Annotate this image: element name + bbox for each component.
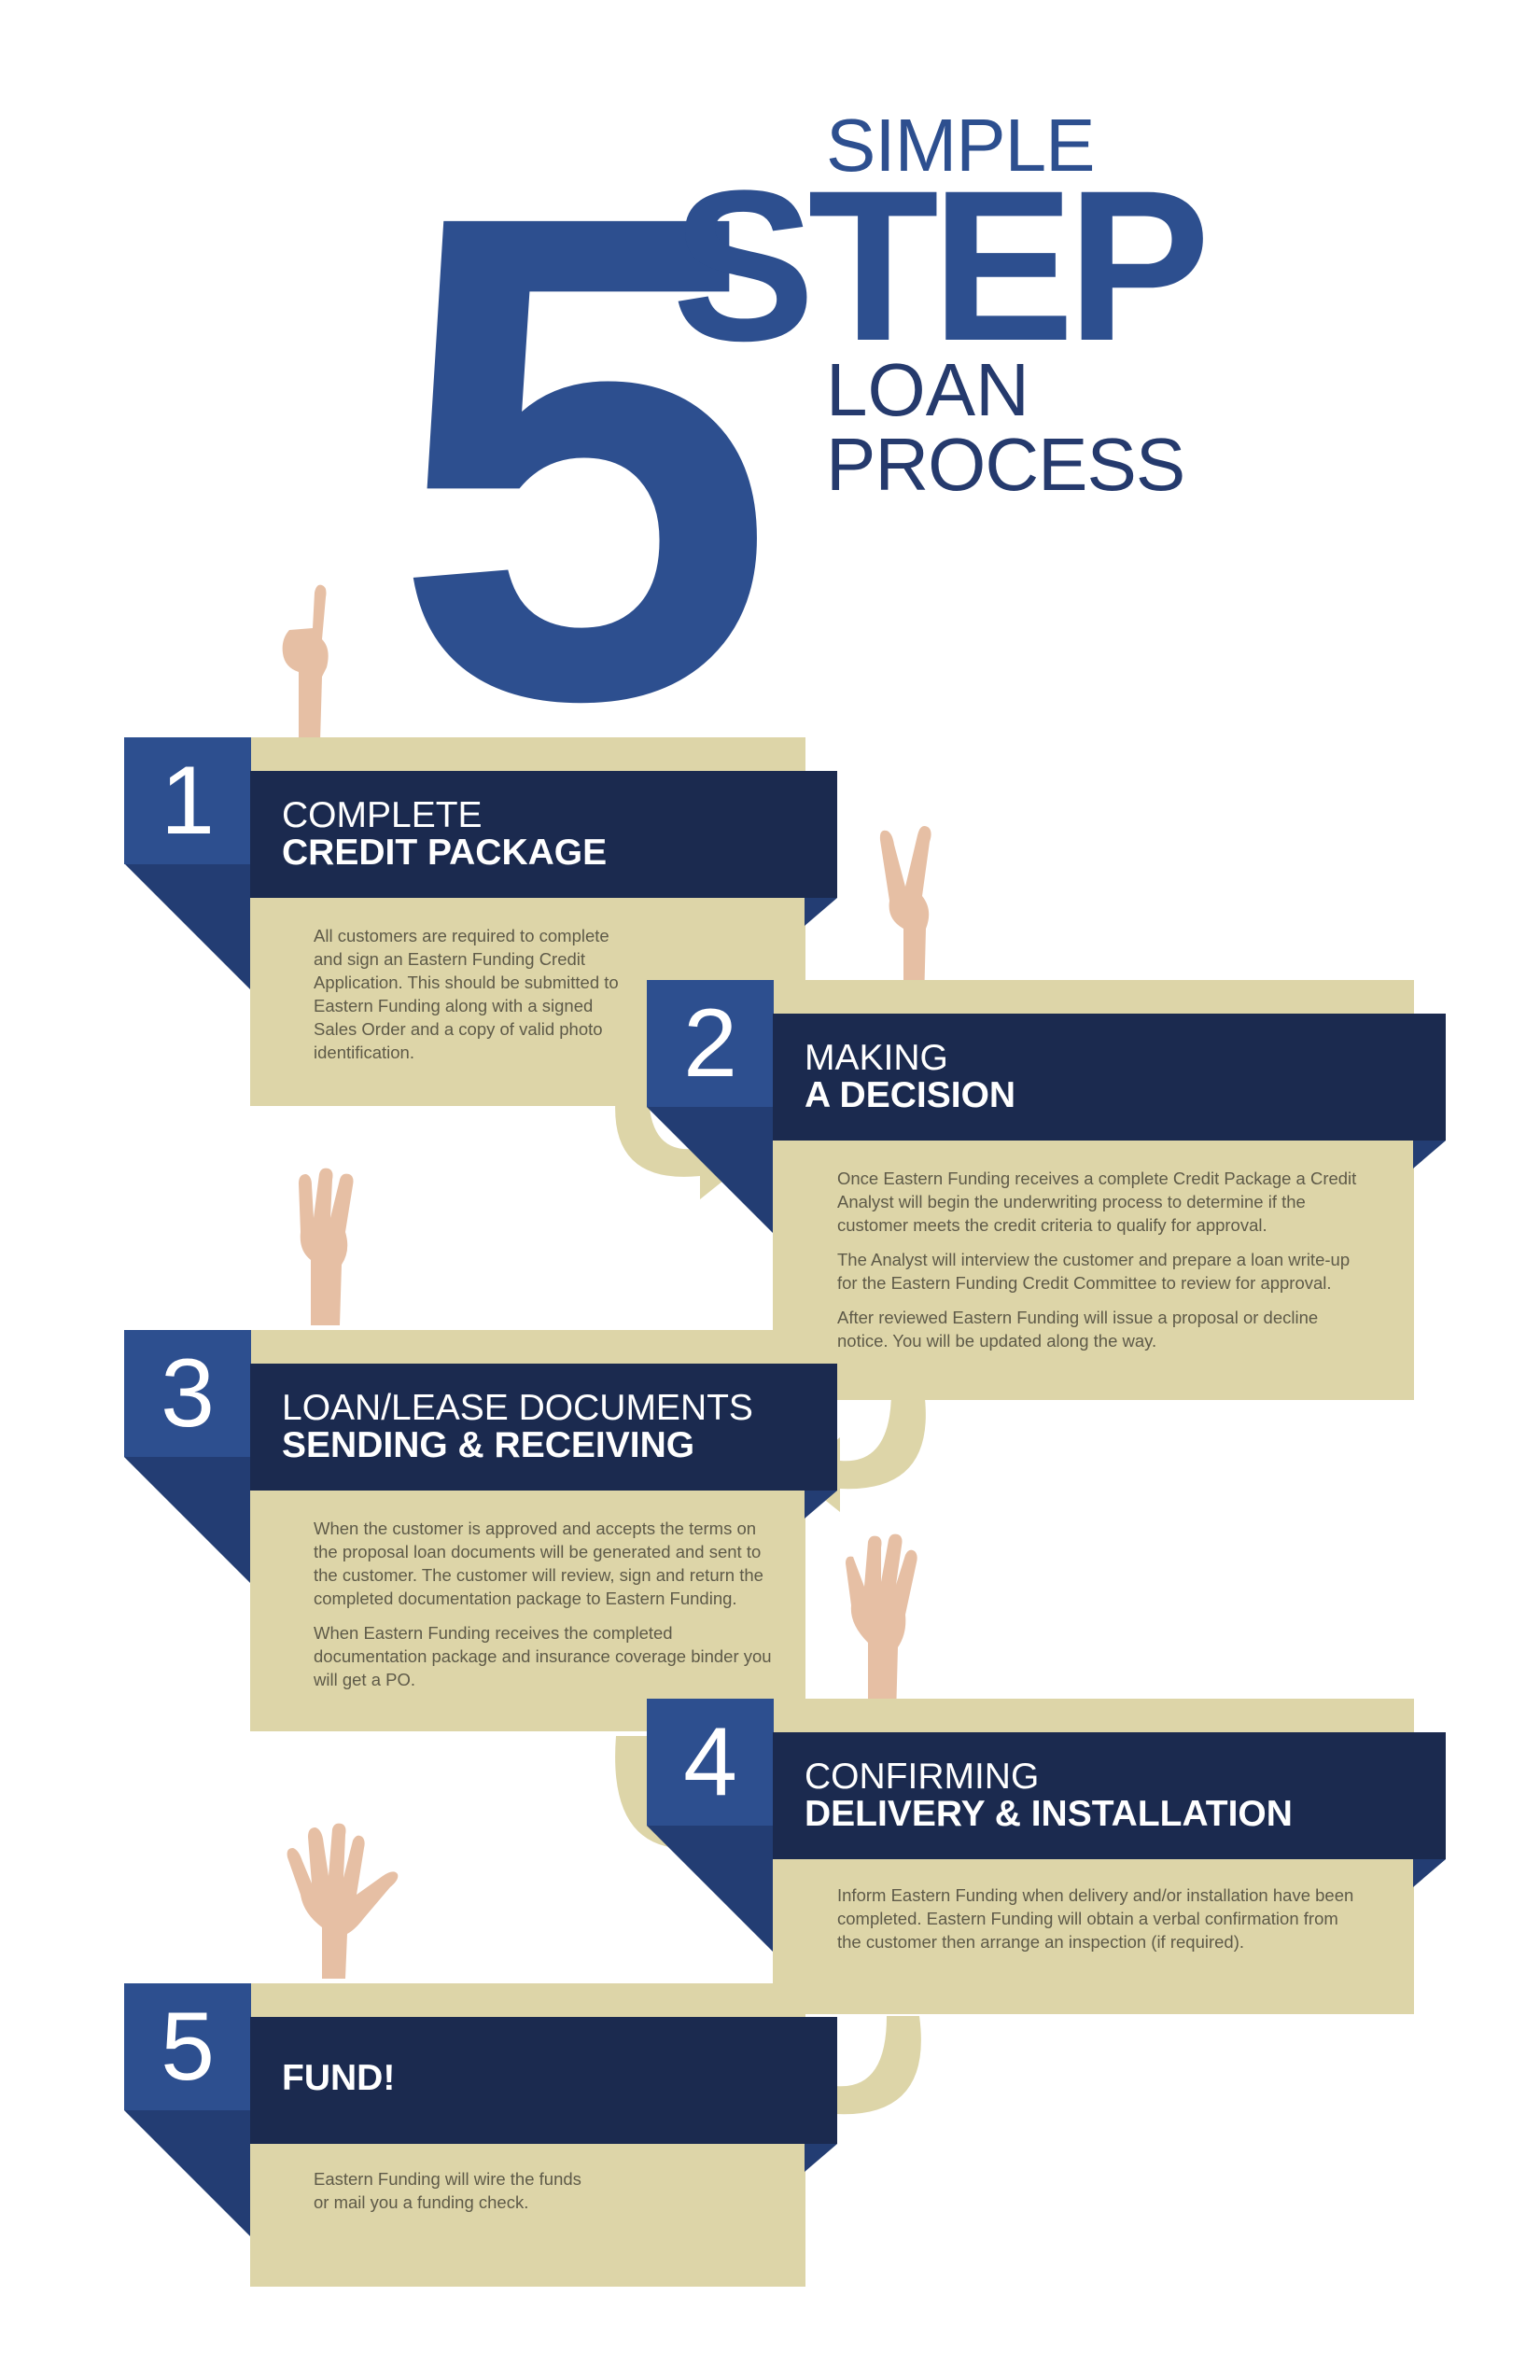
step-1-paragraph: All customers are required to complete a… xyxy=(314,926,619,1062)
step-1-banner: COMPLETE CREDIT PACKAGE xyxy=(250,771,837,898)
step-3-description: When the customer is approved and accept… xyxy=(314,1517,780,1702)
step-2-paragraph-1: Once Eastern Funding receives a complete… xyxy=(837,1169,1357,1235)
step-4-title-line1: CONFIRMING xyxy=(805,1757,1040,1797)
step-3-banner-fold xyxy=(805,1491,837,1519)
step-2-fold-shadow xyxy=(647,1107,773,1233)
step-5-description: Eastern Funding will wire the funds or m… xyxy=(314,2167,594,2225)
step-5-fold-shadow xyxy=(124,2110,250,2236)
step-5-banner-fold xyxy=(805,2144,837,2172)
title-step: STEP xyxy=(672,146,1211,385)
hand-four-fingers-icon xyxy=(846,1533,917,1717)
hand-five-fingers-icon xyxy=(287,1823,399,1979)
step-1-title-line2: CREDIT PACKAGE xyxy=(282,833,608,873)
hand-three-fingers-icon xyxy=(299,1168,354,1325)
hand-one-finger-icon xyxy=(282,584,329,742)
step-2-banner: MAKING A DECISION xyxy=(773,1014,1446,1141)
step-5-paragraph: Eastern Funding will wire the funds or m… xyxy=(314,2169,581,2212)
hand-two-fingers-icon xyxy=(879,826,931,1003)
step-3-fold-shadow xyxy=(124,1457,250,1583)
step-3-banner: LOAN/LEASE DOCUMENTS SENDING & RECEIVING xyxy=(250,1364,837,1491)
step-5-number: 5 xyxy=(124,1983,251,2110)
title-simple: SIMPLE xyxy=(826,104,1095,187)
step-3-paragraph-1: When the customer is approved and accept… xyxy=(314,1519,763,1608)
step-2-paragraph-2: The Analyst will interview the customer … xyxy=(837,1250,1351,1293)
step-1-description: All customers are required to complete a… xyxy=(314,924,640,1075)
title-loan: LOAN xyxy=(826,348,1029,431)
step-3-paragraph-2: When Eastern Funding receives the comple… xyxy=(314,1623,772,1689)
step-5-title: FUND! xyxy=(282,2058,396,2098)
step-3-number: 3 xyxy=(124,1330,251,1457)
step-4-banner-fold xyxy=(1413,1859,1446,1887)
step-2-description: Once Eastern Funding receives a complete… xyxy=(837,1167,1369,1364)
step-5-banner: FUND! xyxy=(250,2017,837,2144)
step-4-title-line2: DELIVERY & INSTALLATION xyxy=(805,1794,1293,1834)
step-1-title-line1: COMPLETE xyxy=(282,795,483,835)
step-4-banner: CONFIRMING DELIVERY & INSTALLATION xyxy=(773,1732,1446,1859)
step-2-paragraph-3: After reviewed Eastern Funding will issu… xyxy=(837,1308,1319,1351)
step-3-title-line2: SENDING & RECEIVING xyxy=(282,1425,695,1465)
step-2-number: 2 xyxy=(647,980,774,1107)
step-1-banner-fold xyxy=(805,898,837,926)
title-process: PROCESS xyxy=(826,423,1185,506)
step-4-description: Inform Eastern Funding when delivery and… xyxy=(837,1883,1360,1965)
step-4-number: 4 xyxy=(647,1699,774,1826)
step-4-paragraph: Inform Eastern Funding when delivery and… xyxy=(837,1885,1354,1952)
step-1-number: 1 xyxy=(124,737,251,864)
step-2-title-line2: A DECISION xyxy=(805,1075,1016,1115)
big-number-five: 5 xyxy=(392,71,777,843)
step-4-fold-shadow xyxy=(647,1826,773,1952)
step-2-title-line1: MAKING xyxy=(805,1038,948,1078)
step-3-title-line1: LOAN/LEASE DOCUMENTS xyxy=(282,1388,753,1428)
step-2-banner-fold xyxy=(1413,1141,1446,1169)
step-1-fold-shadow xyxy=(124,863,250,989)
